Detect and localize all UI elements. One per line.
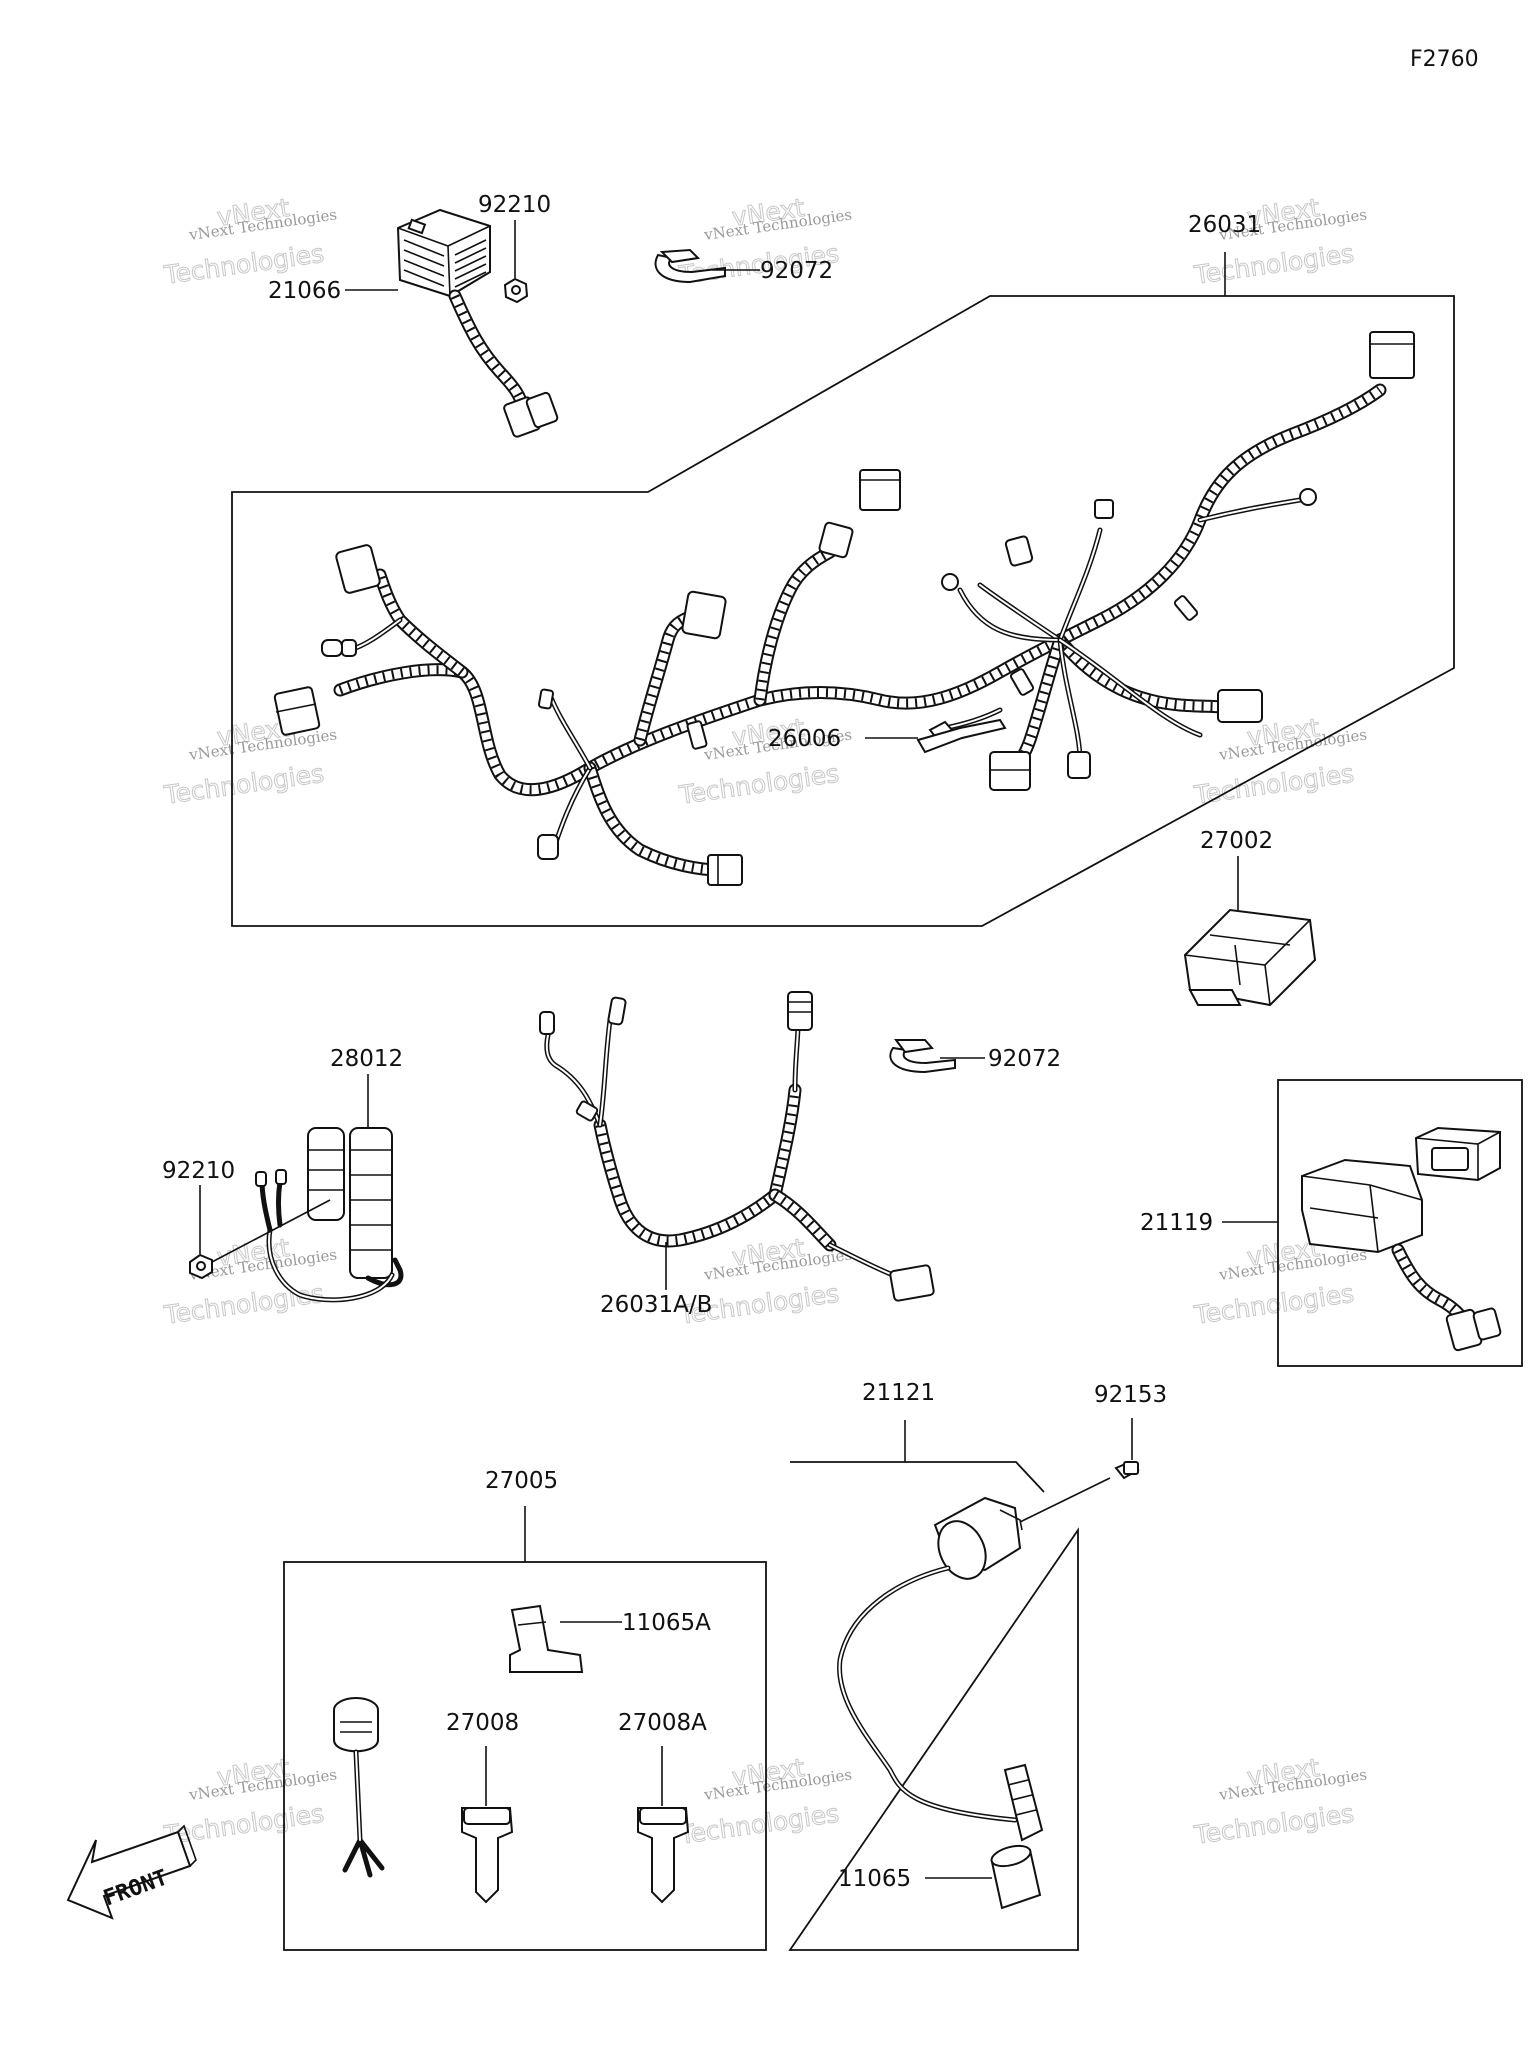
watermark-text: Technologies <box>1192 1799 1356 1850</box>
callout-27008a[interactable]: 27008A <box>618 1710 707 1736</box>
part-92153-bolt[interactable] <box>1114 1460 1140 1480</box>
callout-21119[interactable]: 21119 <box>1140 1210 1213 1236</box>
figure-code: F2760 <box>1410 47 1479 72</box>
callout-92210-top[interactable]: 92210 <box>478 192 551 218</box>
part-21119-boundary <box>1277 1079 1523 1367</box>
part-26006-band[interactable] <box>916 718 1007 754</box>
part-21121-ignition-coil[interactable] <box>837 1477 1111 1842</box>
watermark-text: Technologies <box>677 1799 841 1850</box>
part-21066-regulator[interactable] <box>396 208 559 438</box>
part-27005-ignition-switch[interactable] <box>333 1697 385 1878</box>
watermark-text: Technologies <box>1192 239 1356 290</box>
part-27002-relay[interactable] <box>1183 908 1317 1007</box>
watermark-grid: vNext vNext Technologies Technologies vN… <box>161 192 1368 1850</box>
watermark-text: Technologies <box>162 1279 326 1330</box>
part-21119-igniter[interactable] <box>1301 1126 1502 1352</box>
part-92072-clamp-top[interactable] <box>654 248 726 284</box>
part-21121-boundary <box>788 1461 1079 1951</box>
callout-27008[interactable]: 27008 <box>446 1710 519 1736</box>
watermark-text: Technologies <box>1192 1279 1356 1330</box>
harness-26031-boundary <box>231 295 1455 927</box>
callout-27002[interactable]: 27002 <box>1200 828 1273 854</box>
part-92210-nut-mid[interactable] <box>189 1253 213 1280</box>
callout-92153[interactable]: 92153 <box>1094 1382 1167 1408</box>
callout-21121[interactable]: 21121 <box>862 1380 935 1406</box>
part-26031ab-sub-harness[interactable] <box>539 991 935 1302</box>
part-92072-clamp-mid[interactable] <box>889 1039 956 1074</box>
leader-92210-mid-2 <box>211 1199 331 1263</box>
callout-11065[interactable]: 11065 <box>838 1866 911 1892</box>
watermark-text: Technologies <box>162 759 326 810</box>
part-27008a-key[interactable] <box>637 1807 690 1904</box>
callout-28012[interactable]: 28012 <box>330 1046 403 1072</box>
part-92210-nut-top[interactable] <box>503 277 529 304</box>
part-11065-cap[interactable] <box>989 1842 1042 1910</box>
callout-26031[interactable]: 26031 <box>1188 212 1261 238</box>
watermark-text: Technologies <box>677 759 841 810</box>
callout-27005[interactable]: 27005 <box>485 1468 558 1494</box>
part-27008-key[interactable] <box>461 1807 514 1904</box>
part-26031-main-harness[interactable] <box>273 331 1415 886</box>
callout-92072-mid[interactable]: 92072 <box>988 1046 1061 1072</box>
part-11065a-cap[interactable] <box>509 1604 584 1673</box>
callout-26006[interactable]: 26006 <box>768 726 841 752</box>
part-28012-cdi-unit[interactable] <box>255 1127 404 1303</box>
callout-92210-mid[interactable]: 92210 <box>162 1158 235 1184</box>
front-arrow: FRONT <box>66 1824 197 1920</box>
callout-26031ab[interactable]: 26031A/B <box>600 1292 712 1318</box>
callout-11065a[interactable]: 11065A <box>622 1610 711 1636</box>
callout-21066[interactable]: 21066 <box>268 278 341 304</box>
watermark-text: Technologies <box>162 1799 326 1850</box>
callout-92072-top[interactable]: 92072 <box>760 258 833 284</box>
